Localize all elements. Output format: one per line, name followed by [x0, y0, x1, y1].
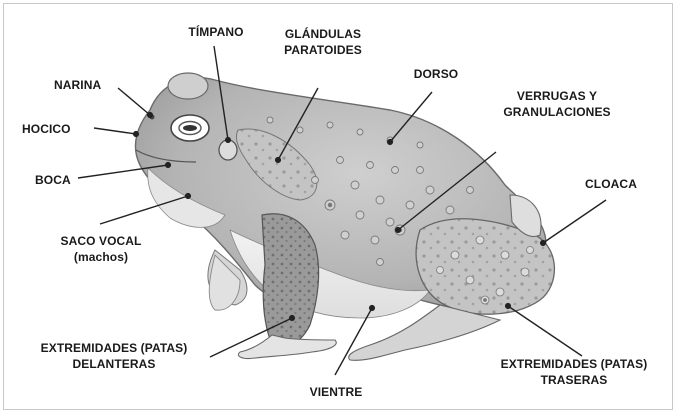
label-narina: NARINA — [54, 77, 120, 93]
label-cloaca: CLOACA — [574, 176, 648, 192]
line-cloaca — [543, 200, 606, 243]
label-timpano: TÍMPANO — [171, 24, 261, 40]
label-extremidades-traseras: EXTREMIDADES (PATAS) TRASERAS — [484, 356, 664, 388]
label-hocico: HOCICO — [22, 121, 92, 137]
label-dorso: DORSO — [406, 66, 466, 82]
line-narina — [118, 88, 150, 115]
label-glandulas-paratoides: GLÁNDULAS PARATOIDES — [270, 26, 376, 58]
tympanum — [219, 140, 237, 160]
nostril — [150, 115, 155, 120]
line-ext-tra — [508, 306, 582, 356]
label-extremidades-delanteras: EXTREMIDADES (PATAS) DELANTERAS — [30, 340, 198, 372]
front-foot — [238, 335, 336, 359]
label-verrugas-granulaciones: VERRUGAS Y GRANULACIONES — [482, 88, 632, 120]
label-vientre: VIENTRE — [300, 384, 372, 400]
label-saco-vocal: SACO VOCAL (machos) — [46, 233, 156, 265]
line-hocico — [94, 128, 136, 134]
head-bump — [168, 73, 208, 99]
label-boca: BOCA — [35, 172, 79, 188]
